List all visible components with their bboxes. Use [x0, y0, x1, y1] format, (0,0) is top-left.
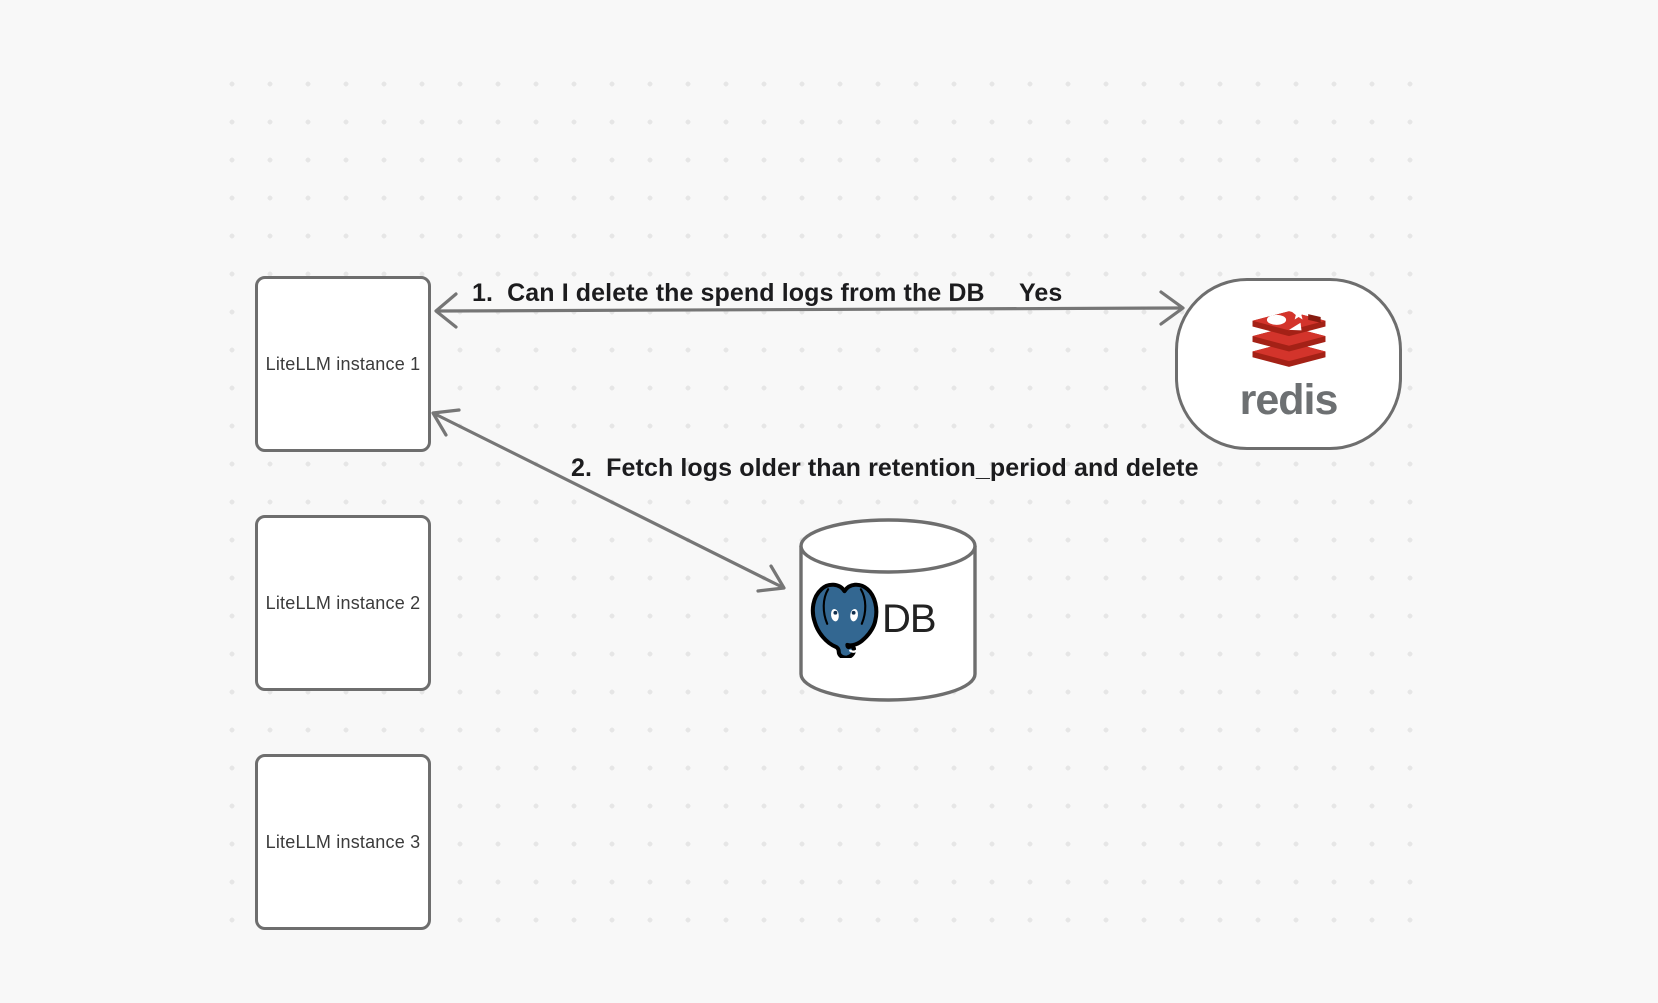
node-redis[interactable]: redis [1175, 278, 1402, 450]
arrow-1-litellm-redis[interactable] [436, 292, 1183, 327]
db-label: DB [882, 597, 937, 641]
redis-wordmark: redis [1239, 376, 1339, 424]
arrow-1-answer-label[interactable]: Yes [1019, 279, 1063, 307]
postgresql-elephant-icon [810, 582, 879, 658]
arrowhead-upper-icon [433, 410, 459, 435]
arrow-1-label[interactable]: 1. Can I delete the spend logs from the … [472, 279, 985, 307]
node-litellm-instance-3[interactable]: LiteLLM instance 3 [255, 754, 431, 930]
redis-stack-icon [1252, 307, 1325, 367]
redis-star-icon [1291, 307, 1305, 320]
db-node-content: DB [808, 580, 968, 658]
arrowhead-right-icon [1161, 292, 1183, 324]
node-litellm-instance-1[interactable]: LiteLLM instance 1 [255, 276, 431, 452]
arrowhead-left-icon [436, 294, 456, 327]
node-label: LiteLLM instance 3 [265, 831, 421, 852]
node-label: LiteLLM instance 1 [265, 353, 421, 374]
node-db-cylinder[interactable] [797, 516, 979, 704]
redis-cube-icon [1307, 314, 1321, 323]
arrow-2-litellm-db[interactable] [433, 410, 784, 591]
arrow-2-label[interactable]: 2. Fetch logs older than retention_perio… [571, 454, 1199, 482]
node-litellm-instance-2[interactable]: LiteLLM instance 2 [255, 515, 431, 691]
arrowhead-lower-icon [758, 566, 784, 591]
redis-ellipse-icon [1266, 314, 1286, 325]
node-label: LiteLLM instance 2 [265, 592, 421, 613]
redis-triangle-icon [1288, 322, 1301, 331]
